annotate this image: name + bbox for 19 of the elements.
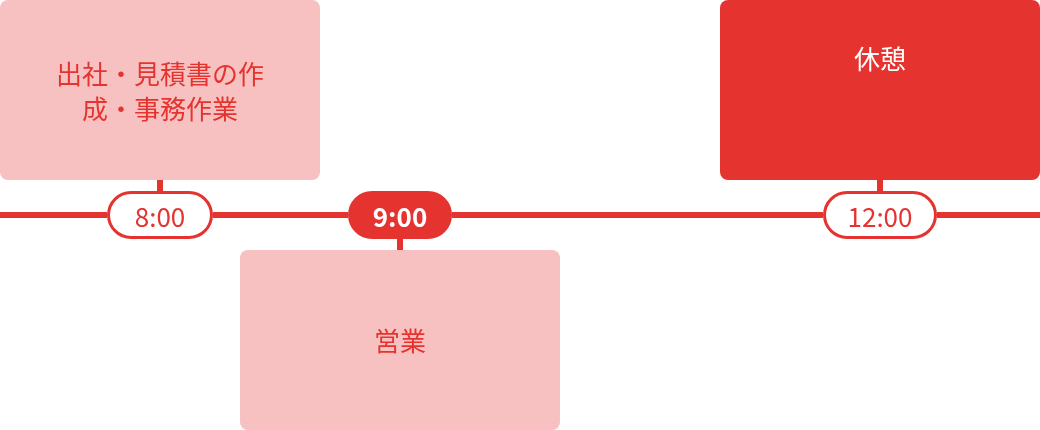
time-label: 8:00 [134, 195, 186, 235]
connector-line [213, 212, 348, 218]
connector-line [452, 212, 823, 218]
connector-line [0, 212, 107, 218]
connector-line [157, 180, 163, 191]
time-label: 9:00 [372, 195, 428, 235]
time-label: 12:00 [847, 195, 913, 235]
connector-line [877, 180, 883, 191]
task-label: 休憩 [854, 40, 906, 76]
task-label: 営業 [374, 322, 426, 358]
task-box [0, 0, 320, 180]
connector-line [937, 212, 1040, 218]
task-box [720, 0, 1040, 180]
time-pill [348, 191, 452, 239]
connector-line [397, 239, 403, 250]
task-label: 出社・見積書の作成・事務作業 [55, 54, 265, 126]
time-pill [107, 191, 213, 239]
task-box [240, 250, 560, 430]
time-pill [823, 191, 937, 239]
